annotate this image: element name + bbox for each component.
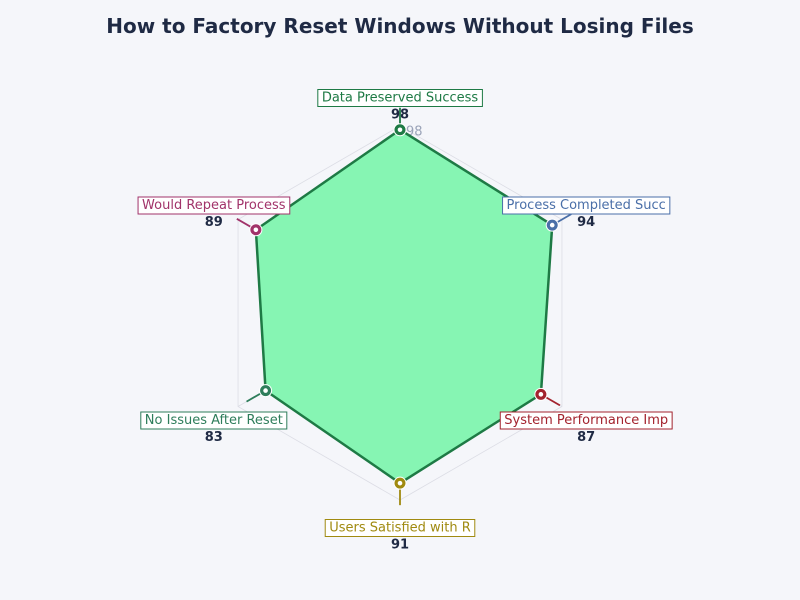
category-label: Process Completed Succ — [502, 196, 671, 215]
data-point-center — [397, 480, 403, 486]
category-label-text: Users Satisfied with R — [329, 521, 471, 536]
category-label-text: No Issues After Reset — [145, 413, 283, 428]
category-label-box — [499, 411, 673, 430]
category-label: Data Preserved Success — [317, 89, 483, 107]
data-point-center — [538, 392, 544, 397]
data-point-center — [263, 388, 268, 393]
category-label: Users Satisfied with R — [324, 519, 476, 537]
value-label: 89 — [205, 215, 223, 230]
value-label: 98 — [391, 108, 409, 123]
data-point-center — [549, 222, 555, 228]
category-label-box — [140, 411, 288, 430]
data-point-center — [397, 127, 403, 133]
category-label-text: Data Preserved Success — [322, 91, 479, 106]
category-label: No Issues After Reset — [140, 411, 288, 430]
category-label-box — [137, 196, 291, 215]
value-label: 83 — [205, 430, 223, 445]
chart-title: How to Factory Reset Windows Without Los… — [106, 14, 694, 38]
category-label-text: Would Repeat Process — [142, 198, 286, 213]
value-label: 91 — [391, 538, 409, 553]
series-area — [254, 128, 554, 485]
category-label-box — [502, 196, 671, 215]
value-label: 87 — [577, 430, 595, 445]
category-label-text: Process Completed Succ — [507, 198, 666, 213]
category-label: System Performance Imp — [499, 411, 673, 430]
data-point-center — [253, 227, 259, 233]
category-label-box — [317, 89, 483, 107]
value-label: 94 — [577, 215, 595, 230]
category-label-text: System Performance Imp — [504, 413, 668, 428]
category-label-box — [324, 519, 476, 537]
category-label: Would Repeat Process — [137, 196, 291, 215]
